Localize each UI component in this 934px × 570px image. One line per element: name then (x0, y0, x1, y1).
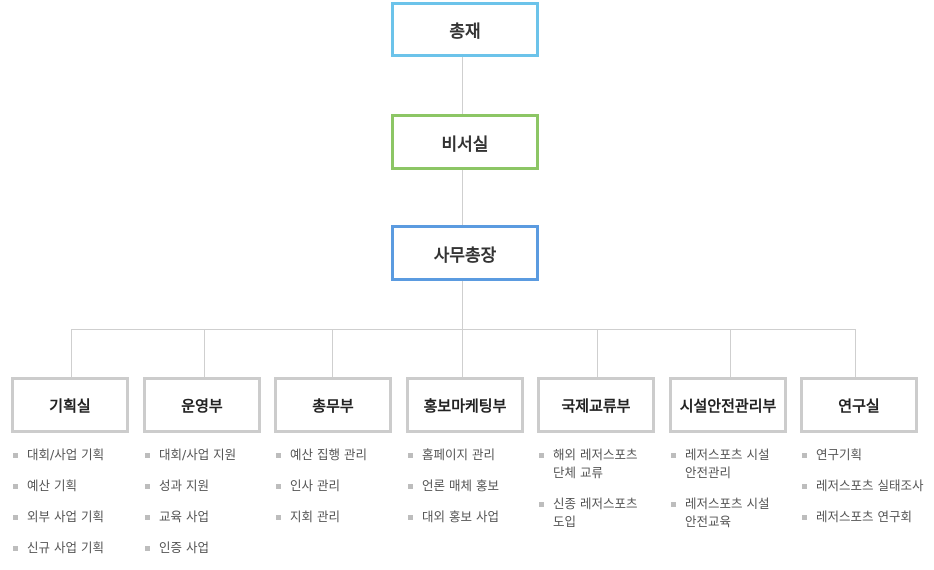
bullet-icon (276, 484, 281, 489)
bullet-icon (13, 546, 18, 551)
bullet-icon (671, 502, 676, 507)
list-item: 레저스포츠 시설 안전교육 (671, 495, 796, 531)
list-item: 외부 사업 기획 (13, 508, 138, 526)
list-item: 예산 기획 (13, 477, 138, 495)
secretary-general-label: 사무총장 (433, 245, 497, 266)
dept-list-operations: 대회/사업 지원 성과 지원 교육 사업 인증 사업 (145, 446, 270, 570)
list-item: 언론 매체 홍보 (408, 477, 533, 495)
dept-box-pr-marketing: 홍보마케팅부 (406, 377, 524, 433)
bullet-icon (408, 515, 413, 520)
bullet-icon (13, 453, 18, 458)
dept-label: 연구실 (838, 396, 880, 415)
list-item: 레저스포츠 시설 안전관리 (671, 446, 796, 482)
horizontal-connector (71, 329, 856, 330)
bullet-icon (145, 546, 150, 551)
list-item: 인사 관리 (276, 477, 401, 495)
list-item: 레저스포츠 실태조사 (802, 477, 932, 495)
list-item: 인증 사업 (145, 539, 270, 557)
dept-list-planning: 대회/사업 기획 예산 기획 외부 사업 기획 신규 사업 기획 (13, 446, 138, 570)
list-item-text: 예산 기획 (27, 478, 77, 493)
bullet-icon (13, 484, 18, 489)
list-item-text: 신종 레저스포츠 도입 (553, 496, 638, 529)
dept-list-international: 해외 레저스포츠 단체 교류 신종 레저스포츠 도입 (539, 446, 664, 544)
dept-box-operations: 운영부 (143, 377, 261, 433)
list-item-text: 해외 레저스포츠 단체 교류 (553, 447, 638, 480)
dept-box-facility-safety: 시설안전관리부 (669, 377, 787, 433)
bullet-icon (145, 484, 150, 489)
secretariat-label: 비서실 (441, 134, 489, 155)
list-item-text: 레저스포츠 실태조사 (816, 478, 924, 493)
secretariat-box: 비서실 (391, 114, 539, 170)
secretary-general-box: 사무총장 (391, 225, 539, 281)
dept-label: 기획실 (49, 396, 91, 415)
dept-list-research: 연구기획 레저스포츠 실태조사 레저스포츠 연구회 (802, 446, 932, 539)
dept-box-research: 연구실 (800, 377, 918, 433)
drop-line-4 (462, 329, 463, 377)
list-item-text: 지회 관리 (290, 509, 340, 524)
list-item-text: 예산 집행 관리 (290, 447, 367, 462)
drop-line-3 (332, 329, 333, 377)
drop-line-7 (855, 329, 856, 377)
list-item-text: 인사 관리 (290, 478, 340, 493)
dept-label: 홍보마케팅부 (423, 396, 507, 415)
bullet-icon (539, 453, 544, 458)
list-item: 홈페이지 관리 (408, 446, 533, 464)
list-item: 지회 관리 (276, 508, 401, 526)
bullet-icon (276, 515, 281, 520)
list-item: 레저스포츠 연구회 (802, 508, 932, 526)
dept-label: 운영부 (181, 396, 223, 415)
dept-box-general-affairs: 총무부 (274, 377, 392, 433)
bullet-icon (802, 484, 807, 489)
list-item: 대회/사업 지원 (145, 446, 270, 464)
list-item-text: 언론 매체 홍보 (422, 478, 499, 493)
list-item: 신종 레저스포츠 도입 (539, 495, 664, 531)
bullet-icon (539, 502, 544, 507)
list-item-text: 레저스포츠 시설 안전교육 (685, 496, 770, 529)
dept-label: 총무부 (312, 396, 354, 415)
list-item: 대외 홍보 사업 (408, 508, 533, 526)
list-item-text: 외부 사업 기획 (27, 509, 104, 524)
list-item: 해외 레저스포츠 단체 교류 (539, 446, 664, 482)
bullet-icon (671, 453, 676, 458)
list-item: 신규 사업 기획 (13, 539, 138, 557)
drop-line-2 (204, 329, 205, 377)
bullet-icon (408, 453, 413, 458)
drop-line-6 (730, 329, 731, 377)
list-item-text: 인증 사업 (159, 540, 209, 555)
list-item-text: 홈페이지 관리 (422, 447, 495, 462)
bullet-icon (13, 515, 18, 520)
vertical-connector-main (462, 57, 463, 330)
list-item-text: 레저스포츠 연구회 (816, 509, 912, 524)
dept-box-international: 국제교류부 (537, 377, 655, 433)
bullet-icon (408, 484, 413, 489)
list-item-text: 레저스포츠 시설 안전관리 (685, 447, 770, 480)
list-item-text: 교육 사업 (159, 509, 209, 524)
drop-line-1 (71, 329, 72, 377)
dept-list-facility-safety: 레저스포츠 시설 안전관리 레저스포츠 시설 안전교육 (671, 446, 796, 544)
dept-list-pr-marketing: 홈페이지 관리 언론 매체 홍보 대외 홍보 사업 (408, 446, 533, 539)
dept-box-planning: 기획실 (11, 377, 129, 433)
drop-line-5 (597, 329, 598, 377)
bullet-icon (145, 453, 150, 458)
list-item: 성과 지원 (145, 477, 270, 495)
list-item: 예산 집행 관리 (276, 446, 401, 464)
list-item-text: 신규 사업 기획 (27, 540, 104, 555)
list-item-text: 대회/사업 지원 (159, 447, 237, 462)
list-item: 대회/사업 기획 (13, 446, 138, 464)
list-item: 교육 사업 (145, 508, 270, 526)
bullet-icon (145, 515, 150, 520)
chairman-box: 총재 (391, 2, 539, 57)
dept-label: 시설안전관리부 (679, 396, 777, 415)
list-item-text: 연구기획 (816, 447, 863, 462)
dept-list-general-affairs: 예산 집행 관리 인사 관리 지회 관리 (276, 446, 401, 539)
chairman-label: 총재 (449, 22, 481, 42)
bullet-icon (802, 453, 807, 458)
list-item-text: 대회/사업 기획 (27, 447, 105, 462)
bullet-icon (802, 515, 807, 520)
list-item-text: 대외 홍보 사업 (422, 509, 499, 524)
dept-label: 국제교류부 (561, 396, 631, 415)
bullet-icon (276, 453, 281, 458)
list-item: 연구기획 (802, 446, 932, 464)
list-item-text: 성과 지원 (159, 478, 209, 493)
